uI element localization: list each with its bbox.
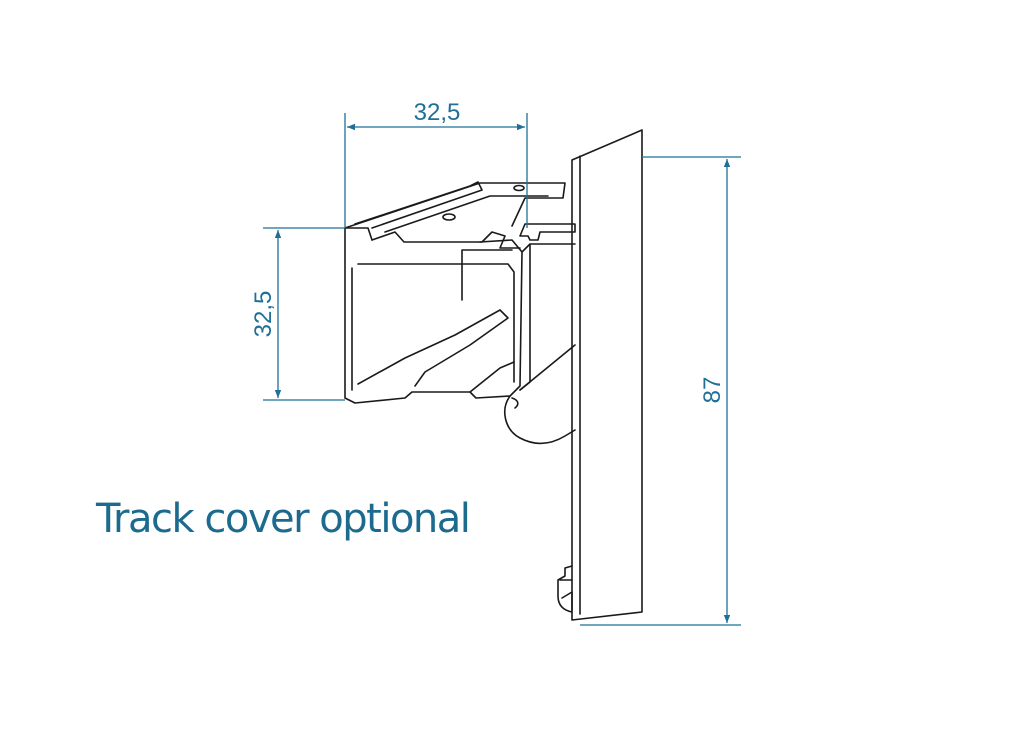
track-hook: [504, 395, 576, 445]
track-hook-inner: [511, 397, 519, 409]
cover-bottom-clip: [557, 565, 573, 613]
track-top-plate: [344, 182, 566, 229]
top-width-label: 32,5: [414, 99, 461, 126]
dimension-lines: [263, 113, 741, 626]
track-inner-back: [461, 249, 513, 301]
track-top-inner-lip: [371, 231, 521, 249]
left-height-label: 32,5: [250, 291, 277, 338]
caption-track-cover: Track cover optional: [96, 496, 471, 542]
right-height-label: 87: [699, 377, 726, 404]
track-inner-channel: [357, 309, 509, 387]
track-front-box: [344, 227, 523, 404]
track-top-groove: [384, 195, 549, 233]
track-top-ridge: [354, 181, 483, 229]
cover-front-face: [571, 129, 643, 621]
track-clip: [519, 223, 576, 241]
track-front-inner: [351, 263, 515, 391]
track-top-hole-1: [442, 213, 456, 221]
track-top-hole-2: [513, 184, 525, 192]
track-profile: [344, 129, 643, 621]
track-right-diagonal: [519, 344, 576, 391]
track-inner-channel-2: [469, 361, 515, 393]
